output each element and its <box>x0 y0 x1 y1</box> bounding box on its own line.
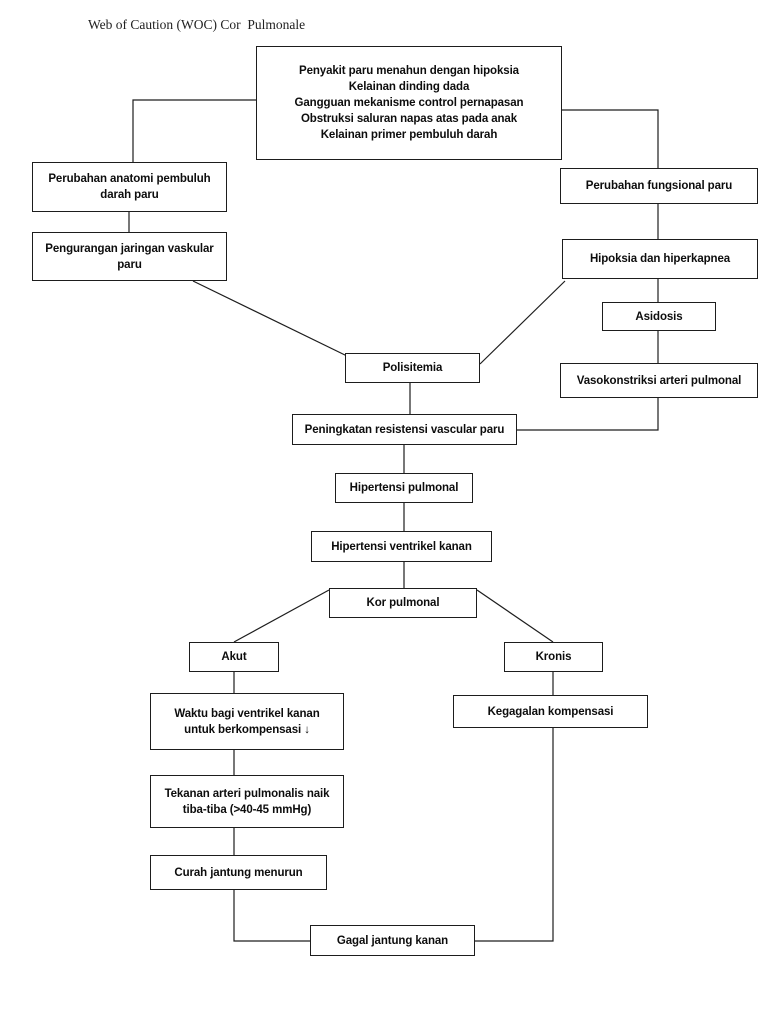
node-gagal-jantung[interactable]: Gagal jantung kanan <box>310 925 475 956</box>
node-hipertensi-pulmonal[interactable]: Hipertensi pulmonal <box>335 473 473 503</box>
node-hipoksia[interactable]: Hipoksia dan hiperkapnea <box>562 239 758 279</box>
node-pengurangan-vaskular[interactable]: Pengurangan jaringan vaskular paru <box>32 232 227 281</box>
node-etiologi-label: Penyakit paru menahun dengan hipoksia Ke… <box>294 65 524 141</box>
node-kronis-label: Kronis <box>535 651 572 663</box>
node-kor-pulmonal[interactable]: Kor pulmonal <box>329 588 477 618</box>
node-gagal-jantung-label: Gagal jantung kanan <box>336 934 449 947</box>
wire-hipoksia-to-polisitemia <box>479 280 566 365</box>
node-etiologi[interactable]: Penyakit paru menahun dengan hipoksia Ke… <box>256 46 562 160</box>
node-akut-label: Akut <box>221 651 247 663</box>
wire-kor-to-kronis <box>476 589 554 643</box>
node-polisitemia-label: Polisitemia <box>382 362 443 374</box>
node-vasokonstriksi[interactable]: Vasokonstriksi arteri pulmonal <box>560 363 758 398</box>
wire-vasokonstriksi-to-resistensi <box>517 398 659 431</box>
node-tekanan-arteri[interactable]: Tekanan arteri pulmonalis naik tiba-tiba… <box>150 775 344 828</box>
node-hipertensi-ventrikel[interactable]: Hipertensi ventrikel kanan <box>311 531 492 562</box>
node-perubahan-anatomi-label: Perubahan anatomi pembuluh darah paru <box>48 173 211 201</box>
wire-curah-to-gagal <box>233 890 310 942</box>
node-kegagalan-kompensasi-label: Kegagalan kompensasi <box>487 705 614 718</box>
node-akut[interactable]: Akut <box>189 642 279 672</box>
wire-pengurangan-to-polisitemia <box>192 280 348 357</box>
node-waktu-ventrikel[interactable]: Waktu bagi ventrikel kanan untuk berkomp… <box>150 693 344 750</box>
node-hipertensi-ventrikel-label: Hipertensi ventrikel kanan <box>331 540 472 553</box>
node-pengurangan-vaskular-label: Pengurangan jaringan vaskular paru <box>45 242 214 271</box>
node-waktu-ventrikel-label: Waktu bagi ventrikel kanan untuk berkomp… <box>174 707 320 736</box>
node-hipertensi-pulmonal-label: Hipertensi pulmonal <box>349 482 459 494</box>
node-kronis[interactable]: Kronis <box>504 642 603 672</box>
page-title: Web of Caution (WOC) Cor Pulmonale <box>88 17 306 32</box>
wire-kor-to-akut <box>233 589 330 643</box>
node-perubahan-fungsional-label: Perubahan fungsional paru <box>585 180 733 192</box>
node-kor-pulmonal-label: Kor pulmonal <box>366 597 440 609</box>
node-perubahan-fungsional[interactable]: Perubahan fungsional paru <box>560 168 758 204</box>
node-curah-jantung-label: Curah jantung menurun <box>174 866 303 879</box>
node-vasokonstriksi-label: Vasokonstriksi arteri pulmonal <box>576 374 742 387</box>
wire-kegagalan-to-gagal <box>475 728 554 942</box>
node-peningkatan-resistensi-label: Peningkatan resistensi vascular paru <box>304 423 505 436</box>
node-hipoksia-label: Hipoksia dan hiperkapnea <box>589 253 731 265</box>
node-asidosis-label: Asidosis <box>635 310 683 323</box>
node-asidosis[interactable]: Asidosis <box>602 302 716 331</box>
node-peningkatan-resistensi[interactable]: Peningkatan resistensi vascular paru <box>292 414 517 445</box>
node-tekanan-arteri-label: Tekanan arteri pulmonalis naik tiba-tiba… <box>164 787 330 816</box>
node-kegagalan-kompensasi[interactable]: Kegagalan kompensasi <box>453 695 648 728</box>
node-curah-jantung[interactable]: Curah jantung menurun <box>150 855 327 890</box>
wire-etiologi-to-fungsional <box>562 109 659 168</box>
wire-etiologi-to-anatomi <box>132 99 256 162</box>
node-polisitemia[interactable]: Polisitemia <box>345 353 480 383</box>
node-perubahan-anatomi[interactable]: Perubahan anatomi pembuluh darah paru <box>32 162 227 212</box>
